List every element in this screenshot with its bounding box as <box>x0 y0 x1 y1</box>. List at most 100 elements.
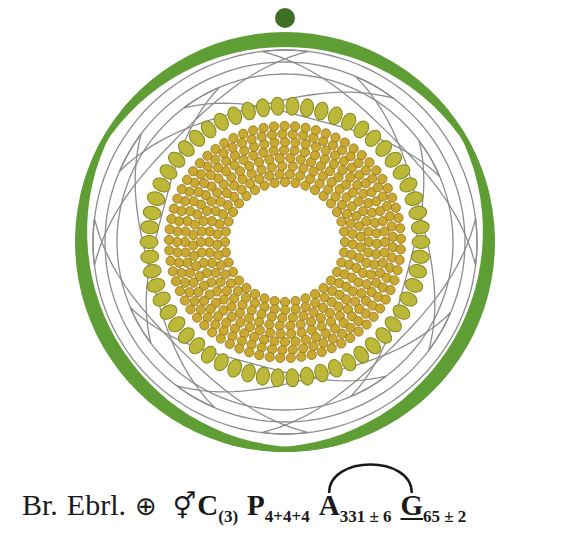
inner-stamen <box>357 151 366 160</box>
inner-stamen <box>337 329 346 338</box>
inner-stamen <box>317 347 326 356</box>
inner-stamen <box>346 173 355 182</box>
outer-stamen <box>271 97 285 116</box>
inner-stamen <box>174 258 183 267</box>
inner-stamen <box>169 204 178 213</box>
inner-stamen <box>372 166 381 175</box>
inner-stamen <box>276 353 285 362</box>
inner-stamen <box>175 287 184 296</box>
inner-stamen <box>211 145 220 154</box>
inner-stamen <box>207 217 216 226</box>
inner-stamen <box>194 287 203 296</box>
inner-stamen <box>390 276 399 285</box>
inner-stamen <box>297 352 306 361</box>
inner-stamen <box>310 289 319 298</box>
outer-stamen <box>313 363 330 384</box>
inner-stamen <box>245 313 254 322</box>
inner-stamen <box>195 159 204 168</box>
inner-stamen <box>249 126 258 135</box>
inner-stamen <box>230 161 239 170</box>
inner-stamen <box>168 267 177 276</box>
inner-stamen <box>376 304 385 313</box>
sepal <box>75 86 350 452</box>
inner-stamen <box>286 353 295 362</box>
inner-stamen <box>185 288 194 297</box>
inner-stamen <box>182 175 191 184</box>
inner-stamen <box>388 193 397 202</box>
inner-stamen <box>353 181 362 190</box>
inner-stamen <box>382 202 391 211</box>
inner-stamen <box>301 123 310 132</box>
inner-stamen <box>365 158 374 167</box>
inner-stamen <box>299 344 308 353</box>
axis-dot <box>275 8 295 28</box>
inner-stamen <box>200 179 209 188</box>
outer-stamen <box>255 98 271 118</box>
inner-stamen <box>362 320 371 329</box>
inner-stamen <box>369 312 378 321</box>
inner-stamen <box>193 313 202 322</box>
inner-stamen <box>378 174 387 183</box>
inner-stamen <box>396 234 405 243</box>
inner-stamen <box>173 248 182 257</box>
inner-stamen <box>180 296 189 305</box>
inner-stamen <box>250 289 259 298</box>
inner-stamen <box>165 246 174 255</box>
inner-stamen <box>395 255 404 264</box>
outer-stamen <box>285 368 299 387</box>
inner-stamen <box>374 183 383 192</box>
inner-stamen <box>288 345 297 354</box>
inner-stamen <box>309 342 318 351</box>
floral-formula: Br.Ebrl.⊕⚥C(3)P4+4+4A331 ± 6G65 ± 2 <box>22 488 475 522</box>
inner-stamen <box>216 278 225 287</box>
inner-stamen <box>316 313 325 322</box>
center <box>231 188 339 296</box>
petal <box>130 308 386 410</box>
bract-abbrev: Br. <box>22 488 58 522</box>
inner-stamen <box>327 344 336 353</box>
inner-stamen <box>394 213 403 222</box>
inner-stamen <box>235 308 244 317</box>
inner-stamen <box>228 143 237 152</box>
inner-stamen <box>206 304 215 313</box>
outer-stamen <box>240 101 257 122</box>
inner-stamen <box>242 283 251 292</box>
inner-stamen <box>203 151 212 160</box>
inner-stamen <box>166 256 175 265</box>
inner-stamen <box>291 305 300 314</box>
inner-stamen <box>222 189 231 198</box>
inner-stamen <box>366 270 375 279</box>
inner-stamen <box>354 327 363 336</box>
inner-stamen <box>349 144 358 153</box>
inner-stamen <box>222 286 231 295</box>
inner-stamen <box>301 294 310 303</box>
inner-stamen <box>269 146 278 155</box>
inner-stamen <box>257 132 266 141</box>
inner-stamen <box>346 219 355 228</box>
inner-stamen <box>348 287 357 296</box>
inner-stamen <box>237 138 246 147</box>
petal <box>184 74 440 176</box>
inner-stamen <box>177 185 186 194</box>
sepal <box>220 86 495 452</box>
androecium-letter: A <box>319 489 340 522</box>
inner-stamen <box>348 229 357 238</box>
outer-stamen <box>140 236 158 249</box>
inner-stamen <box>307 350 316 359</box>
inner-stamen <box>239 129 248 138</box>
inner-stamen <box>206 171 215 180</box>
inner-stamen <box>299 164 308 173</box>
inner-stamen <box>338 166 347 175</box>
inner-stamen <box>342 295 351 304</box>
inner-stamen <box>221 227 230 236</box>
inner-stamen <box>301 302 310 311</box>
perianth-count: 4+4+4 <box>265 507 310 527</box>
inner-stamen <box>194 187 203 196</box>
inner-stamen <box>265 171 274 180</box>
inner-stamen <box>331 133 340 142</box>
inner-stamen <box>167 214 176 223</box>
inner-stamen <box>381 295 390 304</box>
outer-stamen <box>299 98 315 118</box>
inner-stamen <box>189 278 198 287</box>
